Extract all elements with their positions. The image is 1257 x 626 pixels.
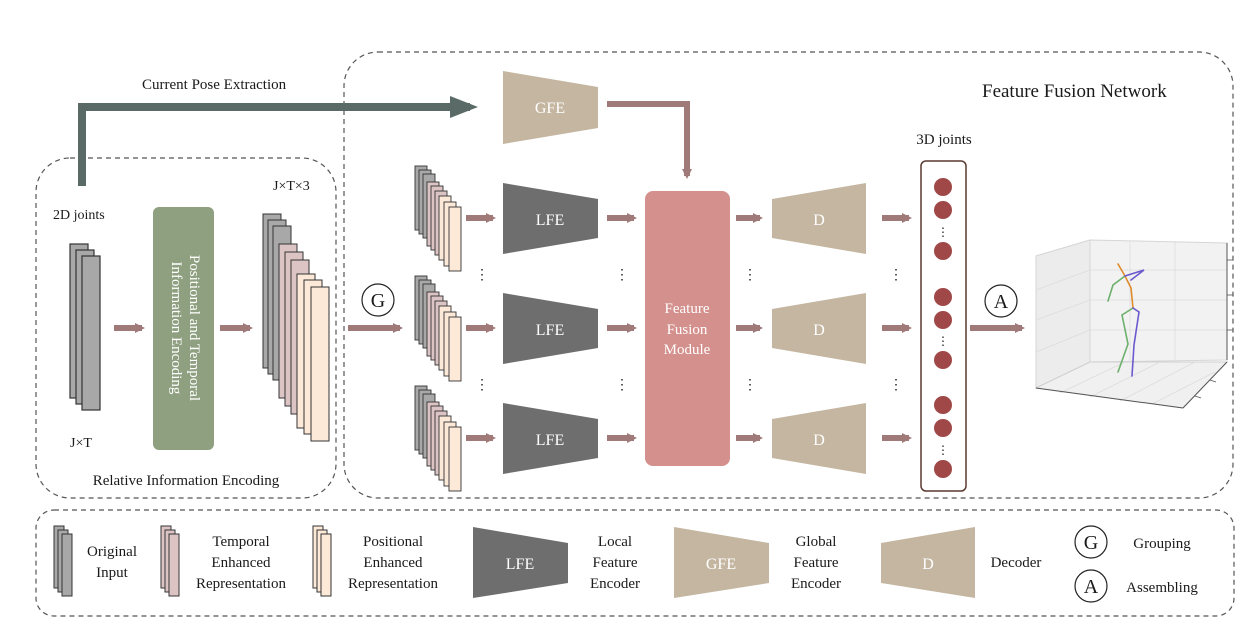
dots-lfe-2: ⋮ [615,378,629,393]
legend-gfe-line2: Feature [794,555,839,571]
dots-ffm-2: ⋮ [743,378,757,393]
legend-lfe-box-label: LFE [506,556,534,573]
legend-assembling-icon [1074,569,1108,603]
feature-fusion-network-region [343,51,1234,499]
joint-dot [934,396,952,414]
joints-dots-3: ⋮ [937,443,949,457]
legend-lfe-line3: Encoder [590,576,640,592]
pte-label-line1: Positional and Temporal [186,255,202,401]
legend-positional-line2: Enhanced [363,555,423,571]
legend-original-line2: Input [96,565,128,581]
dots-dec-2: ⋮ [889,378,903,393]
legend-positional-line3: Representation [348,576,438,592]
decoder-block-3 [772,403,866,474]
joint-dot [934,242,952,260]
legend-temporal-line1: Temporal [212,534,269,550]
dots-lfe-1: ⋮ [615,268,629,283]
dots-stacks-1: ⋮ [475,268,489,283]
assembling-symbol-label: A [994,291,1009,313]
legend-positional-line1: Positional [363,534,423,550]
legend-positional-swatch [312,525,332,597]
legend-lfe-swatch [473,527,568,598]
legend-assembling-symbol: A [1084,576,1099,598]
gfe-block [503,71,598,144]
legend-original-swatch [53,525,73,597]
joints-dots-2: ⋮ [937,334,949,348]
joint-dot [934,288,952,306]
legend-temporal-swatch [160,525,180,597]
current-pose-arrow [78,96,478,186]
legend-assembling-label: Assembling [1126,580,1198,596]
legend-grouping-icon [1074,525,1108,559]
feature-fusion-module [645,191,730,466]
legend-lfe-line1: Local [598,534,632,550]
legend-temporal-line3: Representation [196,576,286,592]
decoder-label-2: D [813,322,825,339]
current-pose-label: Current Pose Extraction [142,77,287,93]
decoder-label-3: D [813,432,825,449]
legend-region [35,509,1235,617]
rie-label: Relative Information Encoding [93,473,280,489]
legend-gfe-line1: Global [796,534,837,550]
joints-3d-label: 3D joints [916,132,972,148]
ffm-label-line1: Feature [665,301,710,317]
joints-3d-dots [934,178,952,478]
joint-dot [934,419,952,437]
lfe-label-3: LFE [536,432,564,449]
network-title: Feature Fusion Network [982,81,1167,102]
decoder-label-1: D [813,212,825,229]
legend-grouping-label: Grouping [1133,536,1191,552]
group-stack-2 [414,275,462,382]
lfe-label-2: LFE [536,322,564,339]
pte-label-line2: Information Encoding [168,262,184,395]
joint-dot [934,351,952,369]
legend-lfe-line2: Feature [593,555,638,571]
encoded-stack [262,213,330,442]
lfe-block-2 [503,293,598,364]
legend-gfe-swatch [674,527,769,598]
dots-dec-1: ⋮ [889,268,903,283]
jxtx3-label: J×T×3 [273,179,310,194]
lfe-block-3 [503,403,598,474]
legend-gfe-line3: Encoder [791,576,841,592]
lfe-label-1: LFE [536,212,564,229]
group-stack-1 [414,165,462,272]
pte-block [153,207,214,450]
group-stack-3 [414,385,462,492]
grouping-symbol [361,283,395,317]
decoder-block-1 [772,183,866,254]
legend-decoder-label: Decoder [991,555,1042,571]
original-input-stack [69,243,101,411]
gfe-to-ffm-arrow [607,101,692,179]
dots-stacks-2: ⋮ [475,378,489,393]
grouping-symbol-label: G [371,290,385,312]
joint-dot [934,311,952,329]
joints-2d-label: 2D joints [53,208,105,223]
lfe-block-1 [503,183,598,254]
decoder-block-2 [772,293,866,364]
legend-decoder-swatch [881,527,975,598]
gfe-label: GFE [535,100,565,117]
jxt-label: J×T [70,436,92,451]
ffm-label-line3: Module [664,342,711,358]
legend-gfe-box-label: GFE [706,556,736,573]
joints-dots-1: ⋮ [937,225,949,239]
joint-dot [934,460,952,478]
legend-decoder-box-label: D [922,556,934,573]
ffm-label-line2: Fusion [667,322,708,338]
3d-pose-plot [1034,239,1233,409]
legend-temporal-line2: Enhanced [211,555,271,571]
legend-original-line1: Original [87,544,137,560]
joint-dot [934,201,952,219]
legend-grouping-symbol: G [1084,532,1098,554]
dots-ffm-1: ⋮ [743,268,757,283]
assembling-symbol [984,284,1018,318]
joint-dot [934,178,952,196]
